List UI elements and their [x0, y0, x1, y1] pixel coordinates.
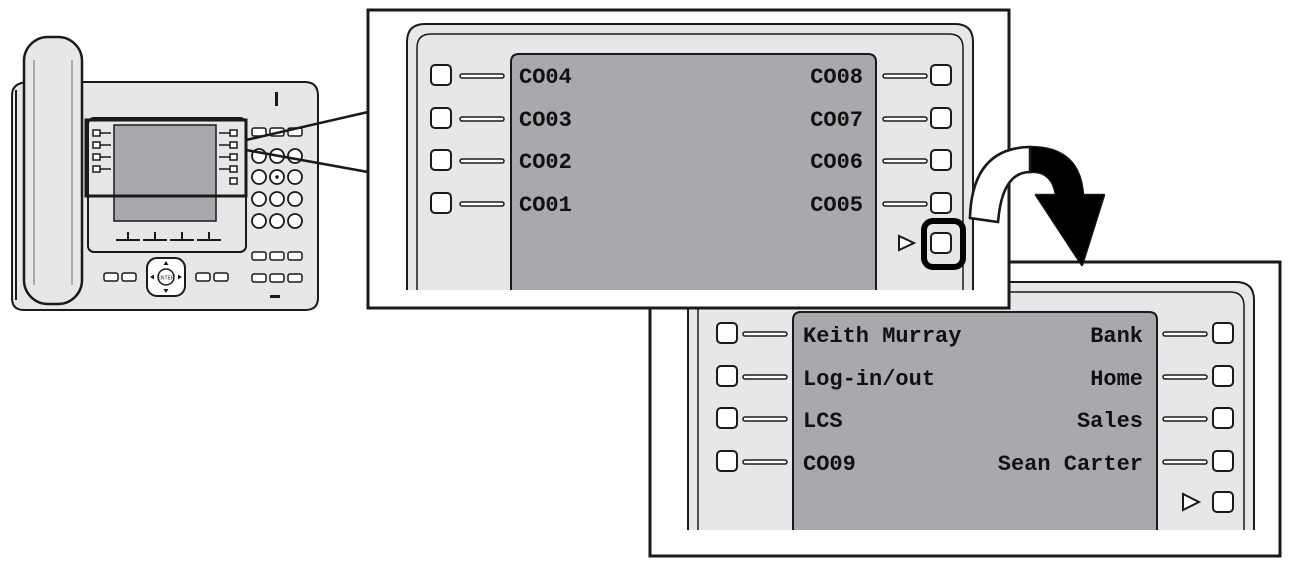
phone-left-keys	[92, 129, 111, 173]
page1-left-dashes	[459, 73, 505, 207]
page2-left-label-3: LCS	[803, 409, 843, 434]
page1-left-label-2: CO03	[519, 108, 572, 133]
page2-right-label-3: Sales	[1077, 409, 1143, 434]
page2-left-dashes	[742, 331, 788, 465]
handset	[22, 35, 84, 306]
page1-right-keys	[930, 64, 952, 254]
page2-left-label-1: Keith Murray	[803, 324, 961, 349]
page2-right-label-4: Sean Carter	[998, 452, 1143, 477]
phone-lcd	[113, 124, 217, 222]
display-page-1: CO04 CO03 CO02 CO01 CO08 CO07 CO06 CO05	[366, 8, 1011, 310]
phone-lower-keys	[103, 251, 303, 283]
page1-right-label-3: CO06	[810, 150, 863, 175]
page1-right-dashes	[882, 73, 928, 207]
curved-arrow-icon	[968, 145, 1106, 267]
page2-next-page-key	[1212, 491, 1234, 513]
page2-right-label-2: Home	[1090, 367, 1143, 392]
page1-arrow-icon	[898, 234, 917, 252]
page1-right-label-2: CO07	[810, 108, 863, 133]
page2-right-label-1: Bank	[1090, 324, 1143, 349]
page2-arrow-icon	[1182, 492, 1202, 512]
page1-left-label-1: CO04	[519, 65, 572, 90]
page1-right-label-4: CO05	[810, 193, 863, 218]
phone-soft-keys	[116, 232, 221, 241]
zoom-connector-lines	[245, 110, 369, 174]
page2-left-label-2: Log-in/out	[803, 367, 935, 392]
page2-right-dashes	[1162, 331, 1208, 465]
page1-left-label-4: CO01	[519, 193, 572, 218]
phone-illustration: ENTER	[11, 35, 319, 311]
next-page-key-highlight	[921, 218, 966, 270]
page2-left-keys	[716, 322, 738, 472]
enter-key-label: ENTER	[158, 276, 175, 282]
phone-right-keys	[219, 129, 238, 185]
zoom-source-box	[84, 118, 248, 198]
page1-left-label-3: CO02	[519, 150, 572, 175]
page2-right-keys	[1212, 322, 1234, 513]
page1-right-label-1: CO08	[810, 65, 863, 90]
page1-left-keys	[430, 64, 452, 214]
navigator-key: ENTER	[146, 257, 186, 297]
page2-left-label-4: CO09	[803, 452, 856, 477]
page1-next-page-key	[930, 232, 952, 254]
display-page-2: Keith Murray Log-in/out LCS CO09 Bank Ho…	[648, 260, 1282, 558]
